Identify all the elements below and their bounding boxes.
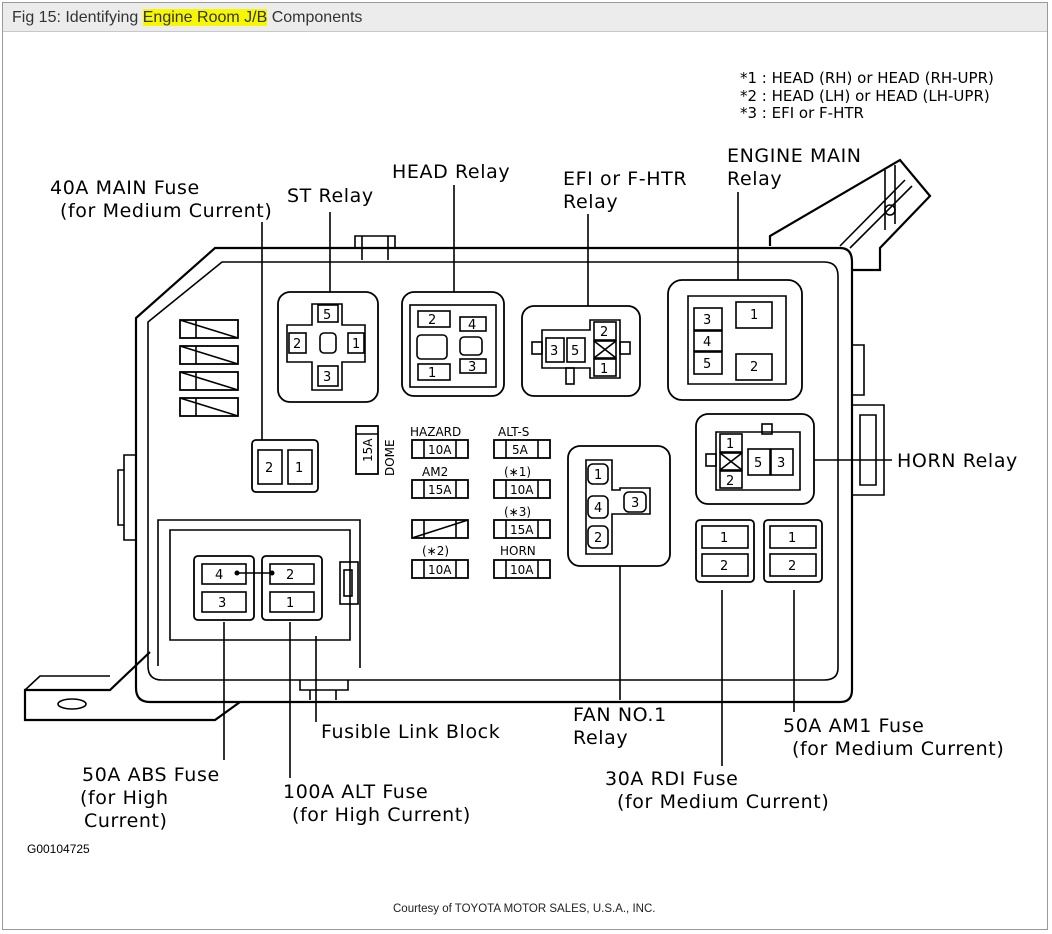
title-prefix: Fig 15: Identifying xyxy=(12,9,143,26)
label-alt-fuse-1: 100A ALT Fuse xyxy=(283,781,428,803)
head-relay: 2 4 3 1 xyxy=(401,291,505,397)
label-st-relay: ST Relay xyxy=(287,185,374,207)
dome-fuse-name: DOME xyxy=(383,439,397,476)
fusible-link-block: 4 3 2 1 xyxy=(193,555,359,621)
label-head-relay: HEAD Relay xyxy=(392,161,510,183)
label-efi-relay-2: Relay xyxy=(563,191,618,213)
label-main-fuse-2: (for Medium Current) xyxy=(60,200,272,222)
rdi-fuse-30a: 1 2 xyxy=(695,519,755,583)
spare-fuse-slots xyxy=(179,319,239,417)
label-engine-main-1: ENGINE MAIN xyxy=(727,145,862,167)
note-1: *1 : HEAD (RH) or HEAD (RH-UPR) xyxy=(740,69,994,87)
label-rdi-fuse-2: (for Medium Current) xyxy=(617,791,829,813)
alt-s-fuse-name: ALT-S xyxy=(498,425,529,439)
st-pin-3: 3 xyxy=(323,370,331,385)
main-fuse-pin-1: 1 xyxy=(295,461,303,476)
label-am1-fuse-1: 50A AM1 Fuse xyxy=(783,715,924,737)
label-fan-relay-1: FAN NO.1 xyxy=(573,704,667,726)
efi-pin-2: 2 xyxy=(600,325,608,340)
star2-fuse-value: 10A xyxy=(428,563,452,577)
horn-relay: 1 2 5 3 xyxy=(695,413,815,505)
hazard-fuse-name: HAZARD xyxy=(410,425,461,439)
hazard-fuse-value: 10A xyxy=(428,443,452,457)
st-relay: 5 2 1 3 xyxy=(277,291,379,403)
fan-pin-3: 3 xyxy=(631,496,639,511)
label-abs-fuse-2: (for High xyxy=(80,787,169,809)
star3-fuse-value: 15A xyxy=(510,523,534,537)
horn-pin-5: 5 xyxy=(754,456,762,471)
st-pin-2: 2 xyxy=(293,337,301,352)
star3-fuse-name: (∗3) xyxy=(504,505,531,519)
head-pin-3: 3 xyxy=(468,360,476,375)
label-rdi-fuse-1: 30A RDI Fuse xyxy=(605,768,738,790)
am1-pin-2: 2 xyxy=(788,559,796,574)
label-main-fuse-1: 40A MAIN Fuse xyxy=(50,177,200,199)
st-pin-5: 5 xyxy=(323,308,331,323)
horn-pin-2: 2 xyxy=(726,474,734,489)
link-pin-1: 1 xyxy=(286,596,294,611)
title-highlight: Engine Room J/B xyxy=(142,9,268,26)
fan-pin-4: 4 xyxy=(594,501,602,516)
star2-fuse-name: (∗2) xyxy=(422,544,449,558)
st-pin-1: 1 xyxy=(352,337,360,352)
figure-title: Fig 15: Identifying Engine Room J/B Comp… xyxy=(12,9,362,27)
engine-main-pin-1: 1 xyxy=(750,308,758,323)
efi-pin-3: 3 xyxy=(550,344,558,359)
fan-pin-2: 2 xyxy=(594,531,602,546)
horn-pin-1: 1 xyxy=(726,437,734,452)
head-pin-2: 2 xyxy=(428,313,436,328)
dome-fuse: 15A DOME xyxy=(355,425,397,476)
horn-fuse-name: HORN xyxy=(500,544,536,558)
courtesy-note: Courtesy of TOYOTA MOTOR SALES, U.S.A., … xyxy=(393,903,655,915)
title-suffix: Components xyxy=(267,9,363,26)
label-abs-fuse-3: Current) xyxy=(84,810,168,832)
engine-main-pin-4: 4 xyxy=(703,335,711,350)
label-alt-fuse-2: (for High Current) xyxy=(292,804,471,826)
leader-lines xyxy=(223,185,892,778)
mini-fuses-left: HAZARD 10A AM2 15A (∗2) 10A xyxy=(410,425,469,579)
label-am1-fuse-2: (for Medium Current) xyxy=(792,738,1004,760)
efi-relay: 3 5 2 1 xyxy=(521,305,641,397)
rdi-pin-2: 2 xyxy=(720,559,728,574)
main-fuse-pin-2: 2 xyxy=(265,461,273,476)
main-fuse-40a: 2 1 xyxy=(251,439,319,493)
note-2: *2 : HEAD (LH) or HEAD (LH-UPR) xyxy=(740,87,990,105)
label-abs-fuse-1: 50A ABS Fuse xyxy=(82,764,220,786)
link-pin-3: 3 xyxy=(218,596,226,611)
figure-title-bar: Fig 15: Identifying Engine Room J/B Comp… xyxy=(3,3,1047,32)
note-3: *3 : EFI or F-HTR xyxy=(740,104,864,122)
label-engine-main-2: Relay xyxy=(727,168,782,190)
am2-fuse-name: AM2 xyxy=(422,465,448,479)
label-fusible-link: Fusible Link Block xyxy=(321,721,500,743)
star1-fuse-value: 10A xyxy=(510,483,534,497)
link-pin-2: 2 xyxy=(286,568,294,583)
label-fan-relay-2: Relay xyxy=(573,727,628,749)
head-pin-4: 4 xyxy=(468,318,476,333)
am2-fuse-value: 15A xyxy=(428,483,452,497)
am1-fuse-50a: 1 2 xyxy=(763,519,823,583)
horn-pin-3: 3 xyxy=(777,456,785,471)
rdi-pin-1: 1 xyxy=(720,531,728,546)
label-horn-relay: HORN Relay xyxy=(897,450,1018,472)
efi-pin-5: 5 xyxy=(571,344,579,359)
head-pin-1: 1 xyxy=(428,366,436,381)
fan-relay: 1 4 3 2 xyxy=(567,445,671,567)
engine-main-relay: 3 1 4 5 2 xyxy=(667,279,803,401)
efi-pin-1: 1 xyxy=(600,362,608,377)
am1-pin-1: 1 xyxy=(788,531,796,546)
engine-main-pin-2: 2 xyxy=(750,360,758,375)
figure-code: G00104725 xyxy=(27,842,90,856)
label-efi-relay-1: EFI or F-HTR xyxy=(563,168,687,190)
fan-pin-1: 1 xyxy=(594,468,602,483)
engine-main-pin-5: 5 xyxy=(703,357,711,372)
alt-s-fuse-value: 5A xyxy=(512,443,529,457)
engine-main-pin-3: 3 xyxy=(703,313,711,328)
dome-fuse-value: 15A xyxy=(361,438,375,462)
mini-fuses-right: ALT-S 5A (∗1) 10A (∗3) 15A HORN 10A xyxy=(493,425,551,579)
star1-fuse-name: (∗1) xyxy=(504,465,531,479)
horn-fuse-value: 10A xyxy=(510,563,534,577)
link-pin-4: 4 xyxy=(215,568,223,583)
